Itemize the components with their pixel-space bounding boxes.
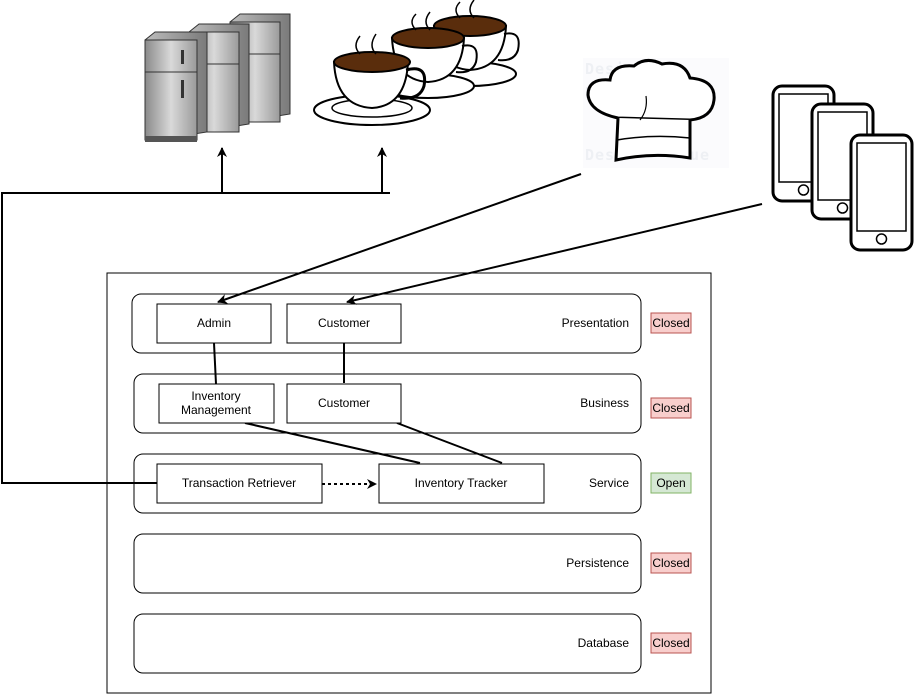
svg-text:Closed: Closed [652, 556, 689, 570]
svg-text:Inventory Tracker: Inventory Tracker [415, 476, 508, 490]
component-admin[interactable]: Admin [156, 303, 272, 344]
component-inventory-tracker[interactable]: Inventory Tracker [378, 463, 545, 504]
badge-business: Closed [650, 397, 692, 419]
component-transaction-retriever[interactable]: Transaction Retriever [156, 463, 323, 504]
svg-text:Desi: Desi [585, 146, 625, 164]
badge-persistence: Closed [650, 552, 692, 574]
component-customer-business[interactable]: Customer [286, 383, 402, 424]
connector-transaction-to-devices [1, 192, 390, 484]
component-customer-presentation[interactable]: Customer [286, 303, 402, 344]
arrow-chef-to-admin [217, 173, 582, 304]
svg-text:Customer: Customer [318, 396, 370, 410]
chef-hat-icon: Desi ue Desi ue Desi ue [583, 58, 729, 168]
refrigerators-icon [144, 13, 291, 142]
svg-text:Admin: Admin [197, 316, 231, 330]
svg-text:Transaction Retriever: Transaction Retriever [182, 476, 296, 490]
svg-text:Customer: Customer [318, 316, 370, 330]
component-connections [213, 342, 503, 464]
layer-database: Database [133, 613, 642, 674]
layer-label-business: Business [580, 396, 629, 410]
layer-label-service: Service [589, 476, 629, 490]
layer-persistence: Persistence [133, 533, 642, 594]
arrow-phones-to-customer [346, 203, 763, 305]
svg-text:Open: Open [656, 476, 685, 490]
component-inventory-management[interactable]: Inventory Management [158, 383, 275, 424]
badge-presentation: Closed [650, 312, 692, 334]
layer-label-persistence: Persistence [566, 556, 629, 570]
svg-text:Inventory: Inventory [191, 389, 240, 403]
svg-text:Closed: Closed [652, 316, 689, 330]
badge-database: Closed [650, 632, 692, 654]
svg-text:Closed: Closed [652, 401, 689, 415]
layer-label-database: Database [578, 636, 630, 650]
svg-text:Closed: Closed [652, 636, 689, 650]
smartphones-icon [771, 84, 914, 252]
svg-text:ue: ue [690, 146, 710, 164]
coffee-cups-icon [313, 0, 520, 126]
svg-text:Management: Management [181, 403, 252, 417]
layer-label-presentation: Presentation [562, 316, 629, 330]
badge-service: Open [650, 472, 692, 494]
